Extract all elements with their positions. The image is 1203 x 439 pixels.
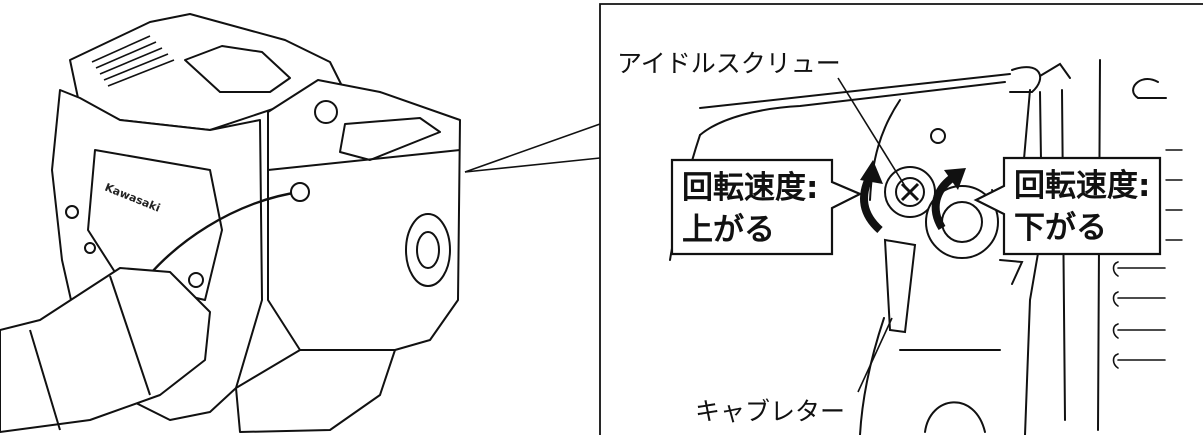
arrow-counterclockwise-head [860,160,883,184]
adjust-notch [999,259,1024,285]
engine-illustration: Kawasaki [0,13,461,433]
air-cleaner-face [267,149,461,171]
detail-frame [599,3,1203,435]
arrow-counterclockwise [860,174,883,233]
callout-speed-up: 回転速度: 上がる [670,158,863,256]
edge-hatching [1165,149,1183,241]
callout-speed-down-line1: 回転速度: [1014,168,1150,204]
grip-seam-2 [109,275,151,396]
corner-detail [1132,78,1167,99]
lower-arc [924,401,986,433]
leader-lines [837,77,906,393]
label-idle-screw: アイドルスクリュー [617,49,841,78]
side-ribs [1112,261,1166,369]
carb-body-edge [869,99,901,201]
carb-side-edge [1024,91,1044,436]
body-screw-3 [84,242,96,254]
body-screw-1 [65,205,79,219]
idle-screw-slot-cross [900,182,920,202]
small-hole [930,128,946,144]
rotation-arrows [860,160,966,233]
callout-speed-up-box [670,158,863,256]
callout-speed-up-line2: 上がる [682,212,775,248]
engine-top-handle [184,45,291,93]
callout-speed-down-box [973,156,1162,256]
carb-lever-tab [1039,62,1071,79]
air-cleaner-window [339,117,441,161]
body-screw-2 [188,272,204,288]
leader-idle-screw [837,77,906,187]
label-carburetor: キャブレター [695,397,845,426]
zoom-connector [464,123,601,173]
adjuster-disc-inner [941,201,983,243]
leader-carburetor [857,317,893,393]
engine-bottom [235,349,396,433]
callout-speed-down-line2: 下がる [1014,210,1107,246]
cooling-fins [91,35,175,87]
cable-fitting [290,182,310,202]
cover-knob [314,100,338,124]
carb-lever [1009,66,1042,93]
lower-edge [859,317,885,436]
engine-body-panel [87,149,223,301]
air-cleaner-cover [267,79,461,351]
callout-speed-up-line1: 回転速度: [682,170,818,206]
adjuster-disc [925,185,999,259]
grip-seam [29,329,61,431]
arrow-clockwise-head [944,168,966,190]
arrow-clockwise [931,174,955,231]
idle-screw [884,166,936,218]
detail-panel: アイドルスクリュー キャブレター 回転速度: 上がる 回転速度: 下がる [599,3,1203,436]
housing-top-edge [699,73,1011,109]
side-knob-center [416,231,440,269]
fuel-pipe [883,238,917,334]
handle-grip [0,267,211,433]
housing-top [699,81,1006,136]
callout-speed-down: 回転速度: 下がる [973,156,1162,256]
